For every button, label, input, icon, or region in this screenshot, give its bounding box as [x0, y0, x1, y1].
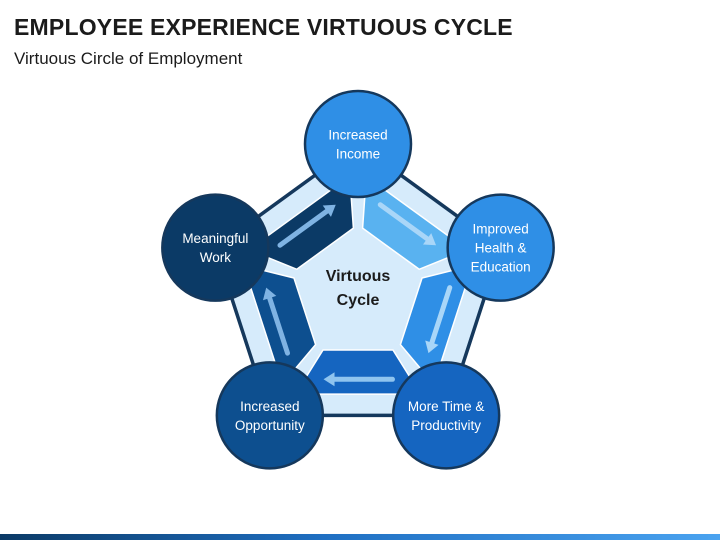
page-subtitle: Virtuous Circle of Employment — [14, 49, 243, 68]
cycle-segment — [294, 349, 422, 395]
cycle-node-label: Increased — [240, 399, 299, 414]
cycle-arrow-head — [425, 340, 439, 354]
cycle-node-circle — [161, 193, 270, 302]
center-label-line2: Cycle — [337, 292, 380, 309]
cycle-node-circle — [303, 89, 413, 199]
cycle-arrow-head — [323, 372, 335, 387]
cycle-arrow-shaft — [429, 285, 453, 346]
page-title: EMPLOYEE EXPERIENCE VIRTUOUS CYCLE — [14, 14, 513, 40]
cycle-node-label: Work — [200, 250, 232, 265]
cycle-segment — [247, 174, 355, 271]
cycle-node-label: Education — [471, 260, 531, 275]
cycle-node-label: Health & — [475, 241, 527, 256]
cycle-node-label: More Time & — [408, 399, 485, 414]
cycle-node-circle — [215, 361, 325, 470]
cycle-arrow-head — [262, 287, 277, 301]
cycle-segments — [242, 174, 474, 395]
cycle-node-label: Increased — [328, 128, 387, 143]
cycle-node-label: Opportunity — [235, 418, 305, 433]
cycle-node-label: Improved — [473, 222, 529, 237]
cycle-arrow-head — [423, 233, 437, 246]
cycle-arrow-shaft — [267, 295, 291, 356]
cycle-node-label: Income — [336, 147, 380, 162]
cycle-node-label: Productivity — [411, 418, 481, 433]
cycle-node-circle — [446, 193, 555, 302]
cycle-node-circle — [391, 361, 501, 470]
center-label-line1: Virtuous — [326, 268, 391, 285]
cycle-node-label: Meaningful — [182, 231, 248, 246]
bottom-accent-bar — [0, 534, 720, 540]
cycle-arrow-shaft — [277, 208, 330, 248]
cycle-arrow-head — [322, 204, 336, 217]
cycle-arrow-shaft — [377, 202, 430, 242]
cycle-segment — [361, 174, 469, 271]
